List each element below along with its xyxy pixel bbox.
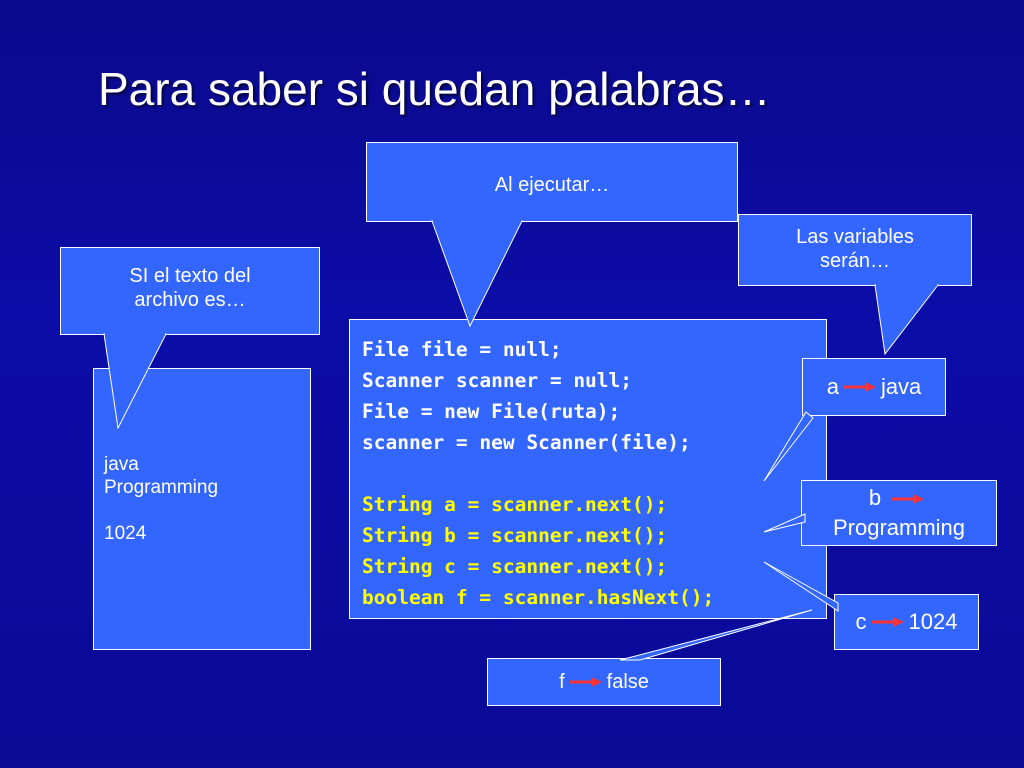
slide-title: Para saber si quedan palabras… bbox=[98, 63, 771, 115]
callout-run-pointer bbox=[431, 220, 523, 328]
file-line-1: java bbox=[104, 454, 139, 475]
result-b-top: b bbox=[869, 483, 929, 513]
arrow-right-icon bbox=[843, 382, 876, 392]
result-b-value: Programming bbox=[832, 515, 966, 540]
callout-run-text: Al ejecutar… bbox=[494, 174, 610, 196]
arrow-right-icon bbox=[569, 677, 602, 687]
callout-file-text: SI el texto del archivo es… bbox=[60, 247, 320, 335]
callout-file-text-line2: archivo es… bbox=[134, 289, 246, 311]
arrow-right-icon bbox=[892, 494, 925, 505]
callout-variables: Las variables serán… bbox=[738, 214, 972, 286]
callout-run: Al ejecutar… bbox=[366, 142, 738, 222]
code-line-8: boolean f = scanner.hasNext(); bbox=[362, 586, 715, 609]
code-line-6: String b = scanner.next(); bbox=[362, 524, 668, 547]
code-block: File file = null; Scanner scanner = null;… bbox=[349, 319, 827, 619]
result-c-var: c bbox=[855, 609, 867, 634]
result-a: a java bbox=[802, 358, 946, 416]
callout-variables-line2: serán… bbox=[819, 250, 891, 272]
callout-variables-line1: Las variables bbox=[796, 226, 914, 248]
arrow-right-icon bbox=[871, 617, 904, 627]
result-f: f false bbox=[487, 658, 721, 706]
result-b: b Programming bbox=[801, 480, 997, 546]
file-line-2: Programming bbox=[104, 477, 219, 498]
result-c-value: 1024 bbox=[908, 609, 958, 634]
callout-file-text-line1: SI el texto del bbox=[129, 265, 251, 287]
file-content-box: java Programming 1024 bbox=[93, 368, 311, 650]
result-a-value: java bbox=[880, 374, 922, 399]
code-line-2: Scanner scanner = null; bbox=[362, 369, 633, 392]
result-a-var: a bbox=[826, 374, 839, 399]
file-line-3: 1024 bbox=[104, 523, 147, 544]
result-f-value: false bbox=[606, 670, 649, 693]
result-b-var: b bbox=[868, 485, 882, 510]
code-line-1: File file = null; bbox=[362, 338, 562, 361]
result-f-var: f bbox=[559, 670, 565, 693]
code-line-5: String a = scanner.next(); bbox=[362, 493, 668, 516]
callout-variables-pointer bbox=[874, 284, 940, 356]
code-line-3: File = new File(ruta); bbox=[362, 400, 621, 423]
code-line-7: String c = scanner.next(); bbox=[362, 555, 668, 578]
result-c: c 1024 bbox=[834, 594, 979, 650]
code-line-4: scanner = new Scanner(file); bbox=[362, 431, 691, 454]
